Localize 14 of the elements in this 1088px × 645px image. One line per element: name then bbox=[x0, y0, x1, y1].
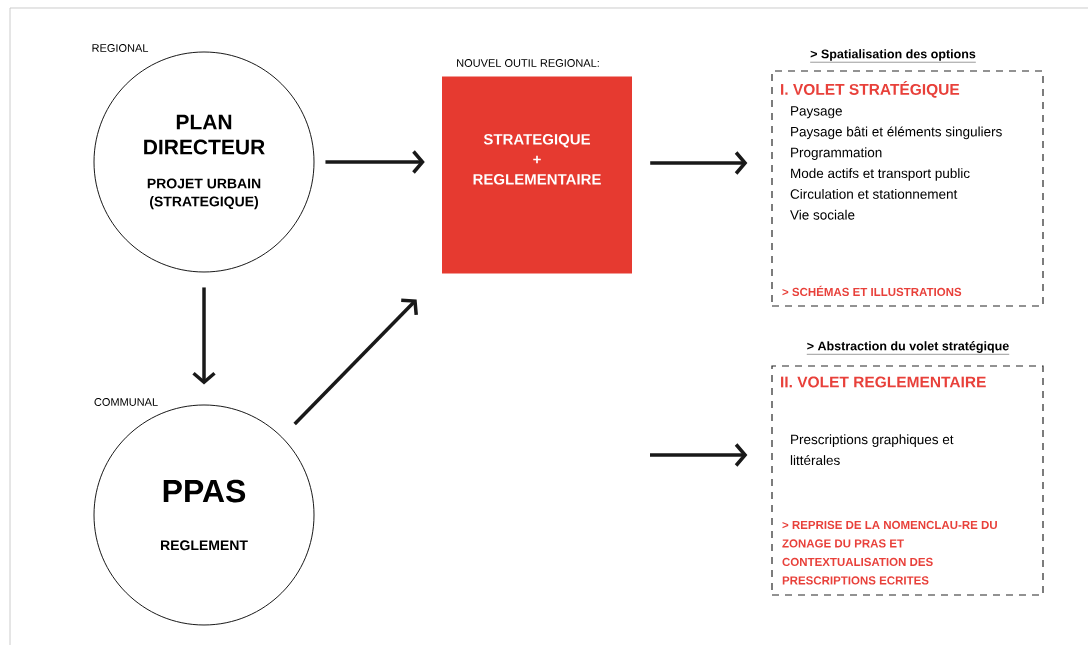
arrow bbox=[192, 287, 216, 385]
level-label: COMMUNAL bbox=[94, 398, 158, 406]
circle-node: PLAN DIRECTEUR PROJET URBAIN (STRATEGIQUE) bbox=[93, 51, 315, 273]
dashed-section-box: II. VOLET REGLEMENTAIRE Prescriptions graphiques et littérales > REPRISE DE LA NOMENCLAU-RE DU ZONAGE DU PRAS ET CONTEXTUALISATION DES PRESCRIPTIONS ECRITES bbox=[771, 365, 1044, 596]
arrow bbox=[650, 443, 748, 467]
tool-box: STRATEGIQUE + REGLEMENTAIRE bbox=[442, 76, 632, 274]
arrow bbox=[325, 150, 425, 174]
caption-label: NOUVEL OUTIL REGIONAL: bbox=[457, 59, 599, 67]
level-label: REGIONAL bbox=[92, 44, 149, 52]
arrow bbox=[293, 298, 418, 426]
arrow bbox=[650, 151, 748, 175]
dashed-section-box: I. VOLET STRATÉGIQUE Paysage Paysage bâti et éléments singuliers Programmation Mode actifs et transport public Circulation et stationnement Vie sociale > SCHÉMAS ET ILLUSTRATIONS bbox=[771, 70, 1044, 307]
section-heading: > Abstraction du volet stratégique bbox=[806, 341, 1010, 355]
section-heading: > Spatialisation des options bbox=[809, 49, 977, 63]
